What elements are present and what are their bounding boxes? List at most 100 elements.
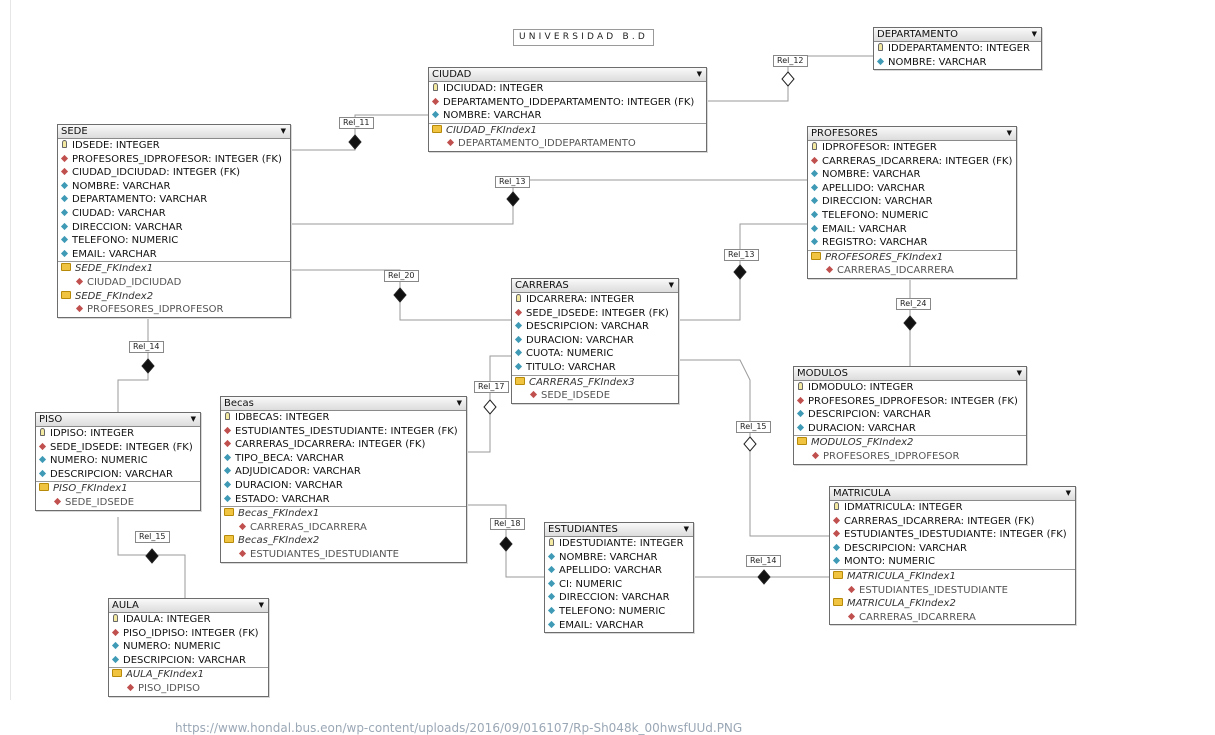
field-row[interactable]: EMAIL: VARCHAR: [808, 223, 1016, 237]
field-row[interactable]: IDDEPARTAMENTO: INTEGER: [874, 42, 1041, 56]
index-name-row[interactable]: SEDE_FKIndex1: [58, 262, 290, 276]
field-row[interactable]: DURACION: VARCHAR: [221, 479, 466, 493]
index-name-row[interactable]: MATRICULA_FKIndex1: [830, 570, 1075, 584]
field-row[interactable]: ESTUDIANTES_IDESTUDIANTE: INTEGER (FK): [830, 528, 1075, 542]
field-row[interactable]: NOMBRE: VARCHAR: [429, 109, 706, 123]
field-row[interactable]: DESCRIPCION: VARCHAR: [830, 542, 1075, 556]
field-row[interactable]: DESCRIPCION: VARCHAR: [109, 654, 268, 668]
field-row[interactable]: IDMODULO: INTEGER: [794, 381, 1026, 395]
field-row[interactable]: PROFESORES_IDPROFESOR: INTEGER (FK): [794, 395, 1026, 409]
chevron-down-icon[interactable]: ▼: [1016, 369, 1022, 377]
field-row[interactable]: NOMBRE: VARCHAR: [874, 56, 1041, 70]
field-row[interactable]: CIUDAD: VARCHAR: [58, 207, 290, 221]
field-row[interactable]: NOMBRE: VARCHAR: [808, 168, 1016, 182]
field-row[interactable]: TELEFONO: NUMERIC: [545, 605, 693, 619]
field-row[interactable]: IDBECAS: INTEGER: [221, 411, 466, 425]
entity-header[interactable]: MODULOS▼: [794, 367, 1026, 381]
index-name-row[interactable]: Becas_FKIndex1: [221, 507, 466, 521]
field-row[interactable]: SEDE_IDSEDE: INTEGER (FK): [512, 307, 678, 321]
field-row[interactable]: DIRECCION: VARCHAR: [808, 195, 1016, 209]
field-row[interactable]: CIUDAD_IDCIUDAD: INTEGER (FK): [58, 166, 290, 180]
index-name-row[interactable]: CARRERAS_FKIndex3: [512, 376, 678, 390]
field-row[interactable]: TIPO_BECA: VARCHAR: [221, 452, 466, 466]
chevron-down-icon[interactable]: ▼: [280, 127, 286, 135]
field-row[interactable]: IDMATRICULA: INTEGER: [830, 501, 1075, 515]
rel-13a-label[interactable]: Rel_13: [495, 176, 530, 188]
field-row[interactable]: IDPROFESOR: INTEGER: [808, 141, 1016, 155]
entity-header[interactable]: CIUDAD▼: [429, 68, 706, 82]
chevron-down-icon[interactable]: ▼: [668, 281, 674, 289]
field-row[interactable]: IDCARRERA: INTEGER: [512, 293, 678, 307]
field-row[interactable]: IDPISO: INTEGER: [36, 427, 200, 441]
chevron-down-icon[interactable]: ▼: [190, 415, 196, 423]
field-row[interactable]: TELEFONO: NUMERIC: [808, 209, 1016, 223]
rel-15a-label[interactable]: Rel_15: [736, 421, 771, 433]
entity-header[interactable]: Becas▼: [221, 397, 466, 411]
index-name-row[interactable]: AULA_FKIndex1: [109, 668, 268, 682]
rel-13b-label[interactable]: Rel_13: [724, 249, 759, 261]
index-name-row[interactable]: MATRICULA_FKIndex2: [830, 597, 1075, 611]
field-row[interactable]: NUMERO: NUMERIC: [36, 454, 200, 468]
chevron-down-icon[interactable]: ▼: [1065, 489, 1071, 497]
field-row[interactable]: NOMBRE: VARCHAR: [58, 180, 290, 194]
index-name-row[interactable]: SEDE_FKIndex2: [58, 290, 290, 304]
field-row[interactable]: IDESTUDIANTE: INTEGER: [545, 537, 693, 551]
field-row[interactable]: DESCRIPCION: VARCHAR: [36, 468, 200, 482]
field-row[interactable]: REGISTRO: VARCHAR: [808, 236, 1016, 250]
field-row[interactable]: DESCRIPCION: VARCHAR: [512, 320, 678, 334]
field-row[interactable]: IDSEDE: INTEGER: [58, 139, 290, 153]
field-row[interactable]: ESTADO: VARCHAR: [221, 493, 466, 507]
chevron-down-icon[interactable]: ▼: [696, 70, 702, 78]
field-row[interactable]: TELEFONO: NUMERIC: [58, 234, 290, 248]
rel-14a-label[interactable]: Rel_14: [129, 341, 164, 353]
field-row[interactable]: PROFESORES_IDPROFESOR: INTEGER (FK): [58, 153, 290, 167]
field-row[interactable]: DESCRIPCION: VARCHAR: [794, 408, 1026, 422]
field-row[interactable]: EMAIL: VARCHAR: [545, 619, 693, 633]
field-row[interactable]: DEPARTAMENTO_IDDEPARTAMENTO: INTEGER (FK…: [429, 96, 706, 110]
rel-20-label[interactable]: Rel_20: [384, 270, 419, 282]
entity-header[interactable]: CARRERAS▼: [512, 279, 678, 293]
rel-11-label[interactable]: Rel_11: [339, 117, 374, 129]
chevron-down-icon[interactable]: ▼: [456, 399, 462, 407]
field-row[interactable]: CI: NUMERIC: [545, 578, 693, 592]
chevron-down-icon[interactable]: ▼: [1006, 129, 1012, 137]
index-name-row[interactable]: PISO_FKIndex1: [36, 482, 200, 496]
chevron-down-icon[interactable]: ▼: [1031, 30, 1037, 38]
index-name-row[interactable]: CIUDAD_FKIndex1: [429, 124, 706, 138]
field-row[interactable]: DURACION: VARCHAR: [512, 334, 678, 348]
field-row[interactable]: ADJUDICADOR: VARCHAR: [221, 465, 466, 479]
field-row[interactable]: PISO_IDPISO: INTEGER (FK): [109, 627, 268, 641]
field-row[interactable]: MONTO: NUMERIC: [830, 555, 1075, 569]
entity-header[interactable]: MATRICULA▼: [830, 487, 1075, 501]
entity-header[interactable]: PISO▼: [36, 413, 200, 427]
entity-header[interactable]: ESTUDIANTES▼: [545, 523, 693, 537]
rel-24-label[interactable]: Rel_24: [896, 298, 931, 310]
field-row[interactable]: DEPARTAMENTO: VARCHAR: [58, 193, 290, 207]
field-row[interactable]: DIRECCION: VARCHAR: [545, 591, 693, 605]
field-row[interactable]: CARRERAS_IDCARRERA: INTEGER (FK): [808, 155, 1016, 169]
field-row[interactable]: CARRERAS_IDCARRERA: INTEGER (FK): [830, 515, 1075, 529]
rel-18-label[interactable]: Rel_18: [490, 518, 525, 530]
chevron-down-icon[interactable]: ▼: [258, 601, 264, 609]
field-row[interactable]: NUMERO: NUMERIC: [109, 640, 268, 654]
index-name-row[interactable]: MODULOS_FKIndex2: [794, 436, 1026, 450]
rel-17-label[interactable]: Rel_17: [474, 381, 509, 393]
field-row[interactable]: APELLIDO: VARCHAR: [808, 182, 1016, 196]
rel-12-label[interactable]: Rel_12: [773, 55, 808, 67]
field-row[interactable]: NOMBRE: VARCHAR: [545, 551, 693, 565]
field-row[interactable]: DURACION: VARCHAR: [794, 422, 1026, 436]
field-row[interactable]: TITULO: VARCHAR: [512, 361, 678, 375]
rel-15b-label[interactable]: Rel_15: [135, 531, 170, 543]
field-row[interactable]: APELLIDO: VARCHAR: [545, 564, 693, 578]
